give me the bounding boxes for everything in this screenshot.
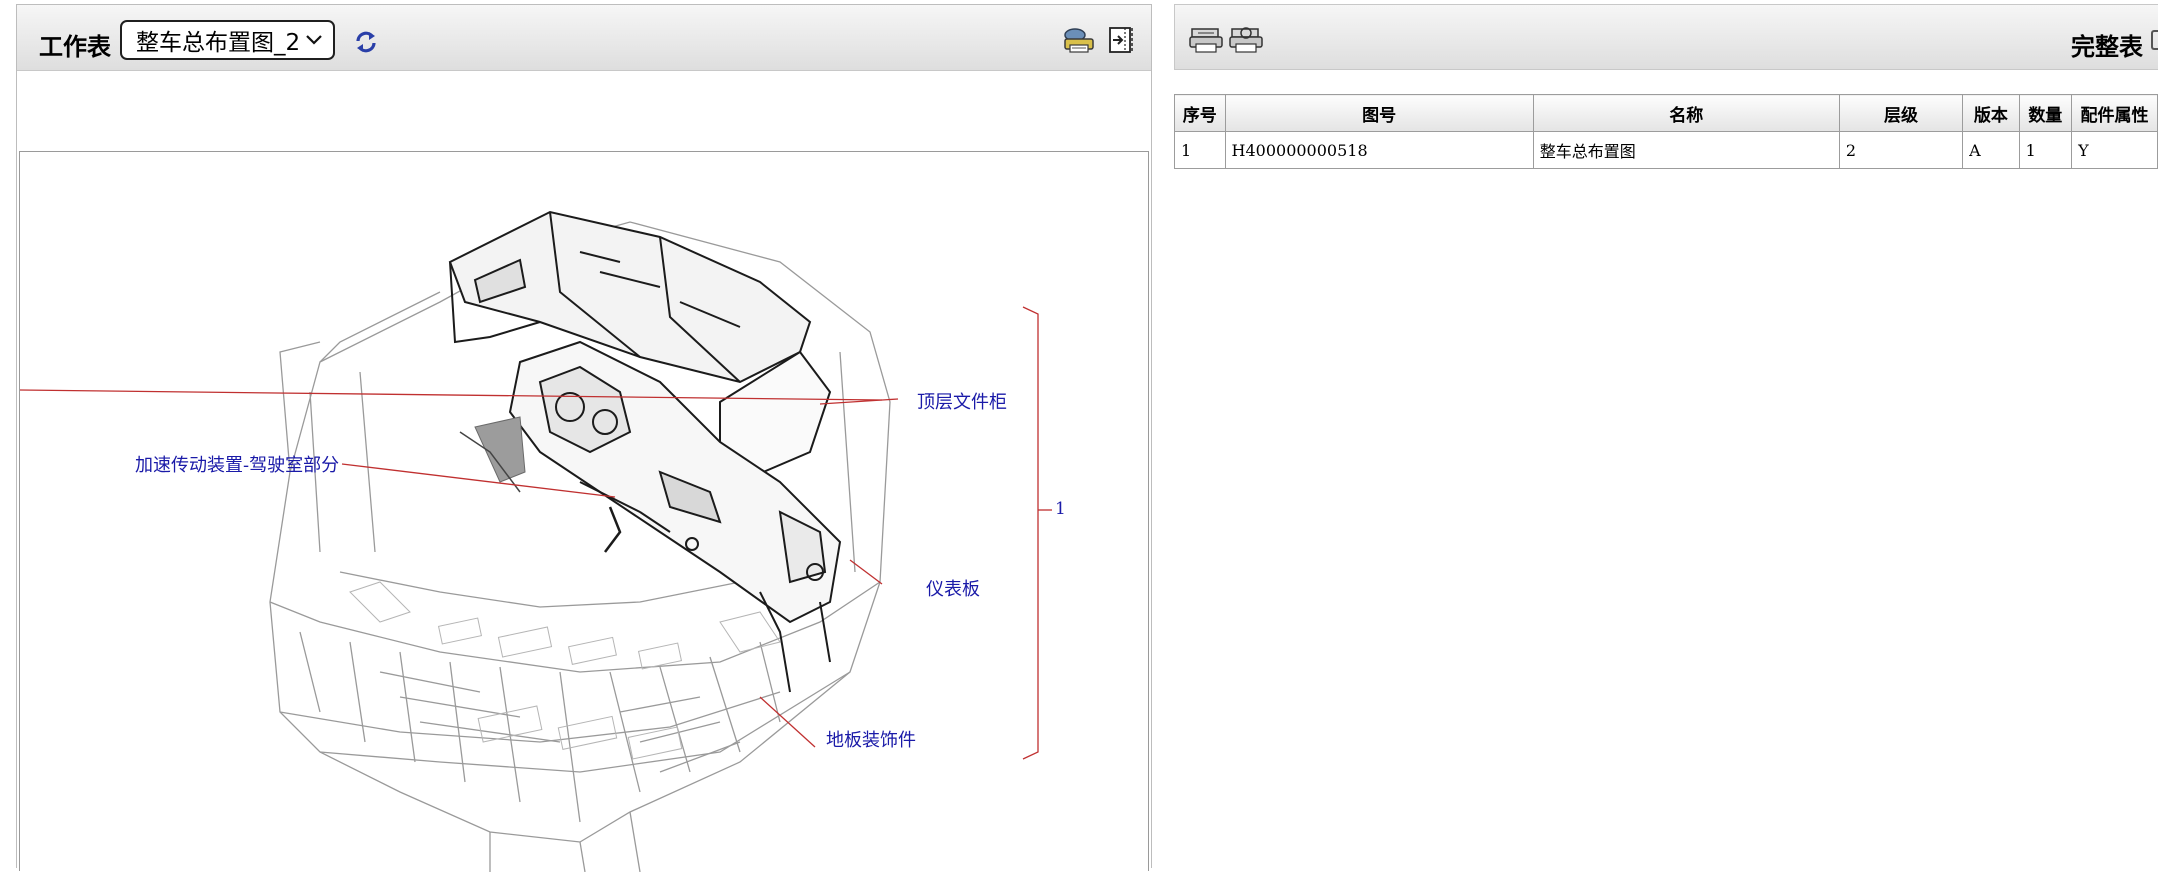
worksheet-toolbar: 工作表 整车总布置图_2 [17, 5, 1151, 71]
callout-dashboard: 仪表板 [926, 579, 980, 600]
table-export-icon[interactable] [1229, 25, 1263, 55]
cell-drawing-no: H400000000518 [1224, 131, 1534, 169]
callout-floor-trim: 地板装饰件 [826, 730, 916, 751]
sheet-select-value: 整车总布置图_2 [136, 30, 301, 56]
col-header-drawing-no[interactable]: 图号 [1224, 94, 1534, 132]
worksheet-panel: 工作表 整车总布置图_2 [16, 4, 1152, 872]
full-table-toolbar: 完整表 [1174, 4, 2158, 70]
cell-name: 整车总布置图 [1532, 131, 1840, 169]
chevron-down-icon [306, 35, 322, 45]
col-header-name[interactable]: 名称 [1532, 94, 1840, 132]
cell-part-attr: Y [2071, 131, 2158, 169]
callout-overhead-cabinet: 顶层文件柜 [917, 392, 1007, 413]
cell-level: 2 [1838, 131, 1964, 169]
col-header-version[interactable]: 版本 [1962, 94, 2020, 132]
table-row[interactable]: 1 H400000000518 整车总布置图 2 A 1 Y [1174, 131, 2158, 169]
sheet-select[interactable]: 整车总布置图_2 [120, 20, 335, 60]
col-header-level[interactable]: 层级 [1838, 94, 1964, 132]
cell-version: A [1962, 131, 2020, 169]
full-table-panel: 完整表 序号 图号 名称 层级 版本 数量 配件属性 1 H4000000005… [1174, 4, 2158, 868]
assembly-drawing: 顶层文件柜 加速传动装置-驾驶室部分 仪表板 地板装饰件 1 [19, 151, 1149, 872]
full-table-title: 完整表 [2071, 33, 2143, 61]
col-header-index[interactable]: 序号 [1174, 94, 1226, 132]
parts-table: 序号 图号 名称 层级 版本 数量 配件属性 1 H400000000518 整… [1174, 94, 2158, 169]
callout-group-number: 1 [1055, 499, 1066, 519]
cell-index: 1 [1174, 131, 1226, 169]
refresh-icon[interactable] [353, 29, 379, 55]
cab-assembly-illustration [20, 210, 1052, 872]
col-header-part-attr[interactable]: 配件属性 [2071, 94, 2158, 132]
col-header-quantity[interactable]: 数量 [2018, 94, 2073, 132]
table-print-icon[interactable] [1189, 25, 1223, 55]
full-table-checkbox[interactable] [2151, 30, 2158, 50]
worksheet-title: 工作表 [39, 33, 111, 61]
callout-accelerator: 加速传动装置-驾驶室部分 [135, 455, 340, 476]
worksheet-spacer [17, 71, 1151, 151]
export-icon[interactable] [1107, 25, 1137, 55]
table-header-row: 序号 图号 名称 层级 版本 数量 配件属性 [1174, 94, 2158, 132]
print-icon[interactable] [1062, 25, 1096, 55]
cell-quantity: 1 [2018, 131, 2073, 169]
